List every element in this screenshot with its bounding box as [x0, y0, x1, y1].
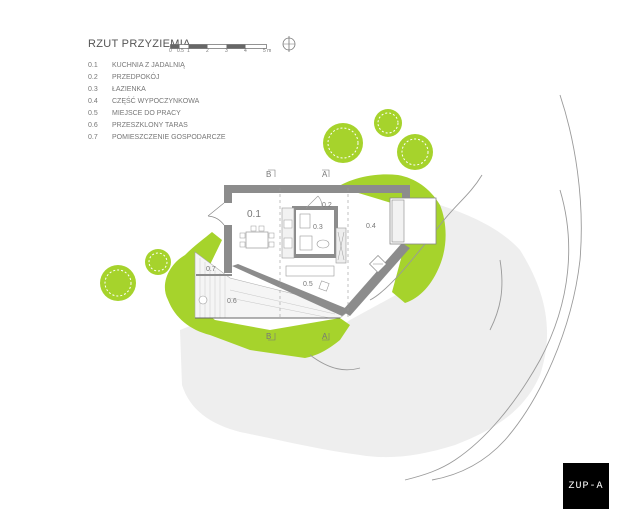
room-label-0-4: 0.4	[366, 223, 376, 230]
section-mark-b-bottom: B	[266, 332, 271, 341]
legend-item: 0.7 POMIESZCZENIE GOSPODARCZE	[88, 132, 226, 144]
room-label-0-1: 0.1	[247, 209, 261, 220]
legend-item: 0.6 PRZESZKLONY TARAS	[88, 120, 226, 132]
work-desk	[285, 265, 335, 292]
legend-code: 0.5	[88, 110, 98, 117]
scale-label: 1	[187, 48, 190, 54]
page-title: RZUT PRZYZIEMIA	[88, 38, 191, 50]
legend-label: MIEJSCE DO PRACY	[112, 110, 181, 117]
legend-code: 0.2	[88, 74, 98, 81]
section-markers	[268, 169, 330, 341]
contour-lines	[309, 94, 582, 481]
legend-label: CZĘŚĆ WYPOCZYNKOWA	[112, 98, 200, 105]
entry-door[interactable]	[207, 202, 225, 226]
legend-code: 0.3	[88, 86, 98, 93]
brand-logo: ZUP-A	[563, 463, 609, 509]
tree-icon	[323, 123, 363, 163]
tree-icon	[100, 265, 136, 301]
room-label-0-5: 0.5	[303, 281, 313, 288]
scale-bar: 0 0.5 1 2 3 4 5 m	[169, 38, 282, 62]
scale-bar-graphic	[170, 44, 267, 49]
scale-label: 0.5	[177, 48, 184, 54]
balcony-bench	[391, 199, 405, 243]
room-label-0-7: 0.7	[206, 266, 216, 273]
green-area-west	[164, 232, 350, 358]
legend-code: 0.7	[88, 134, 98, 141]
section-mark-b-top: B	[266, 170, 271, 179]
room-label-0-6: 0.6	[227, 298, 237, 305]
scale-label: 5 m	[263, 48, 272, 54]
legend-item: 0.1 KUCHNIA Z JADALNIĄ	[88, 60, 226, 72]
legend-code: 0.1	[88, 62, 98, 69]
scale-label: 4	[244, 48, 247, 54]
stool-icon	[198, 295, 208, 305]
legend-item: 0.4 CZĘŚĆ WYPOCZYNKOWA	[88, 96, 226, 108]
room-label-0-3: 0.3	[313, 224, 323, 231]
legend-item: 0.3 ŁAZIENKA	[88, 84, 226, 96]
legend-item: 0.2 PRZEDPOKÓJ	[88, 72, 226, 84]
legend-label: ŁAZIENKA	[112, 86, 146, 93]
scale-label: 0	[169, 48, 172, 54]
scale-label: 2	[206, 48, 209, 54]
legend-label: KUCHNIA Z JADALNIĄ	[112, 62, 185, 69]
bathroom-core	[292, 206, 347, 264]
legend-label: POMIESZCZENIE GOSPODARCZE	[112, 134, 226, 141]
room-label-0-2: 0.2	[322, 202, 332, 209]
legend-label: PRZEDPOKÓJ	[112, 74, 160, 81]
tree-icon	[397, 134, 433, 170]
section-mark-a-bottom: A	[322, 332, 328, 341]
section-mark-a-top: A	[322, 170, 328, 179]
section-lines	[279, 188, 349, 318]
kitchen-counter	[281, 207, 295, 259]
hall-door[interactable]	[305, 195, 323, 209]
north-arrow-icon	[282, 36, 296, 52]
scale-label: 3	[225, 48, 228, 54]
terrain-area	[180, 205, 548, 458]
stove-icon	[369, 255, 387, 273]
room-legend: 0.1 KUCHNIA Z JADALNIĄ 0.2 PRZEDPOKÓJ 0.3 Ł…	[88, 60, 226, 144]
dining-table	[239, 225, 275, 249]
legend-code: 0.4	[88, 98, 98, 105]
legend-code: 0.6	[88, 122, 98, 129]
legend-label: PRZESZKLONY TARAS	[112, 122, 188, 129]
legend-item: 0.5 MIEJSCE DO PRACY	[88, 108, 226, 120]
tree-icon	[145, 249, 171, 275]
tree-icon	[374, 109, 402, 137]
